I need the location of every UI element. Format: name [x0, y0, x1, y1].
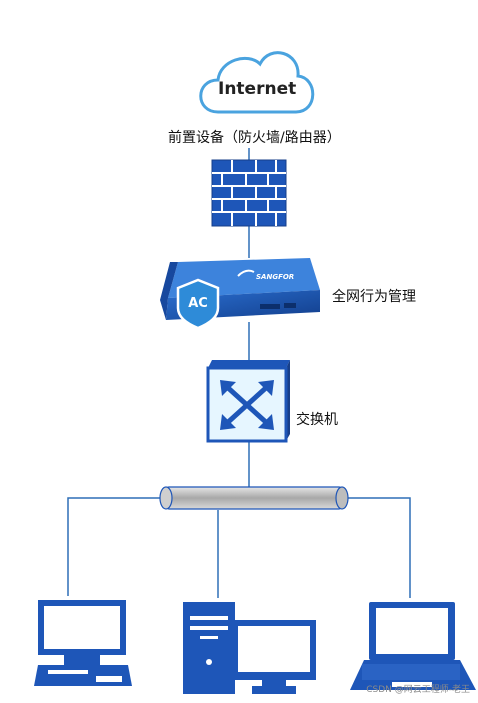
front-device-label: 前置设备（防火墙/路由器） — [168, 130, 341, 146]
firewall-icon — [211, 159, 287, 227]
ac-label: 全网行为管理 — [332, 289, 416, 305]
ac-badge-text: AC — [188, 296, 208, 311]
internet-cloud-icon — [199, 51, 315, 114]
client-connections — [67, 497, 411, 598]
internet-label: Internet — [218, 79, 297, 99]
ac-appliance-icon: AC SANGFOR — [160, 258, 320, 330]
laptop-icon — [350, 602, 476, 690]
ac-brand-text: SANGFOR — [256, 273, 294, 281]
link-bus-laptop — [342, 497, 411, 598]
tower-pc-icon — [183, 602, 316, 694]
watermark: CSDN @网云工程师-老王 — [366, 685, 470, 695]
link-bus-desktop — [67, 497, 163, 596]
network-bus-icon — [159, 486, 349, 510]
switch-label: 交换机 — [296, 412, 338, 428]
switch-icon — [206, 360, 290, 443]
desktop-pc-icon — [34, 600, 132, 686]
